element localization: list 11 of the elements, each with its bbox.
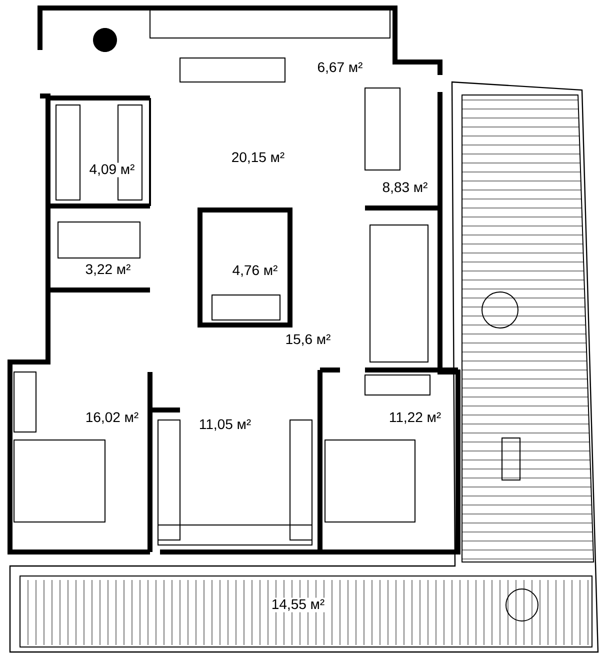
area-label: 8,83 м² (380, 180, 430, 196)
area-label: 4,76 м² (230, 264, 280, 278)
area-label: 4,09 м² (88, 162, 136, 178)
area-label: 11,22 м² (387, 410, 443, 426)
area-label: 11,05 м² (197, 418, 253, 432)
area-label: 15,6 м² (284, 332, 332, 348)
area-label: 3,22 м² (84, 262, 132, 278)
area-label: 14,55 м² (270, 598, 326, 612)
area-label: 20,15 м² (230, 150, 286, 166)
area-label: 16,02 м² (84, 410, 140, 426)
area-label: 6,67 м² (316, 60, 364, 76)
